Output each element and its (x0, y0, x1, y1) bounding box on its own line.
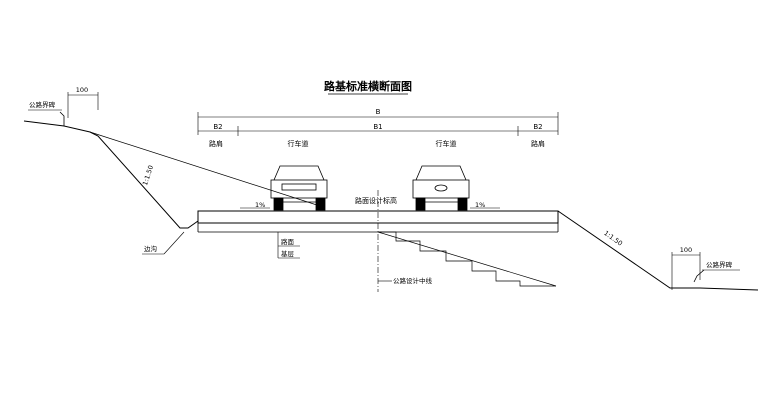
car-right (412, 165, 470, 211)
left-ground-line (23, 120, 199, 229)
boundary-marker-left-label: 公路界碑 (29, 100, 56, 109)
dimension-b2-left: B2 (213, 123, 222, 131)
dimension-b-label: B (376, 108, 381, 116)
shoulder-right-label: 路肩 (531, 139, 545, 148)
boundary-dim-left: 100 (76, 86, 88, 94)
right-fill-slope (557, 210, 759, 291)
shoulder-left-label: 路肩 (209, 139, 223, 148)
boundary-marker-right-label: 公路界碑 (706, 260, 733, 269)
boundary-marker-left: 100 公路界碑 (28, 86, 99, 126)
car-left (270, 165, 328, 211)
dimension-b2-right: B2 (533, 123, 542, 131)
pavement-label: 路面 (281, 237, 295, 246)
lane-left-label: 行车道 (288, 139, 309, 148)
boundary-dim-right: 100 (680, 246, 692, 254)
crossfall-left-label: 1% (255, 201, 265, 209)
boundary-marker-right: 100 公路界碑 (671, 246, 740, 290)
slope-guide-line (89, 131, 321, 207)
centerline-label: 公路设计中线 (393, 276, 433, 285)
ditch-leader (163, 231, 185, 255)
lane-right-label: 行车道 (436, 139, 457, 148)
foundation-slope (377, 231, 557, 287)
ditch-label: 边沟 (144, 244, 157, 253)
dimension-b1: B1 (373, 123, 382, 131)
crossfall-right-label: 1% (475, 201, 485, 209)
slope-right-label: 1:1.50 (602, 229, 624, 247)
dimension-sub: B2 B1 B2 (198, 123, 558, 136)
foundation-steps (378, 231, 556, 287)
design-elevation-label: 路面设计标高 (355, 196, 397, 205)
slope-left-label: 1:1.50 (141, 164, 155, 186)
drawing-title: 路基标准横断面图 (324, 79, 412, 93)
base-label: 基层 (281, 249, 295, 258)
